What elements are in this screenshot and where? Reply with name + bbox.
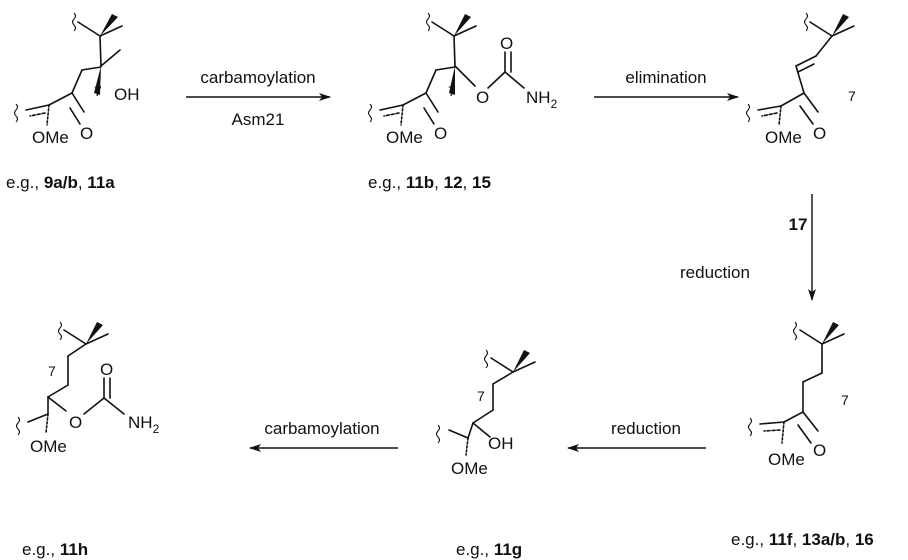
ester-oxygen-label: O: [69, 413, 82, 432]
carbon-7-label: 7: [448, 83, 456, 99]
wavy-bond: [425, 12, 431, 32]
carbon-7-label: 7: [848, 88, 856, 104]
reaction-5-label: carbamoylation: [264, 419, 379, 438]
carbonyl-oxygen-label: O: [813, 441, 826, 460]
reaction-3-label: reduction: [680, 263, 750, 282]
molecule-4: 7 O OMe: [747, 321, 849, 469]
wavy-bond: [747, 417, 753, 437]
wavy-bond: [71, 12, 77, 32]
compound-4-caption: e.g., 11f, 13a/b, 16: [731, 530, 874, 549]
wavy-bond: [792, 321, 798, 341]
reaction-4-label: reduction: [611, 419, 681, 438]
wavy-bond: [483, 349, 489, 369]
wedge-bond: [822, 322, 839, 344]
wavy-bond: [367, 103, 373, 123]
wedge-bond: [832, 14, 849, 36]
amine-label: NH2: [526, 88, 558, 111]
carbamate-oxygen-label: O: [500, 34, 513, 53]
hydroxyl-label: OH: [114, 85, 140, 104]
methoxy-label: OMe: [386, 128, 423, 147]
wavy-bond: [57, 321, 63, 341]
wedge-bond: [86, 322, 103, 344]
molecule-3: 7 O OMe: [745, 12, 856, 147]
wavy-bond: [435, 424, 441, 444]
compound-6-caption: e.g., 11h: [22, 540, 88, 559]
wedge-bond: [94, 66, 101, 95]
wedge-bond: [449, 66, 455, 95]
carbon-7-label: 7: [48, 363, 56, 379]
methoxy-label: OMe: [765, 128, 802, 147]
carbon-7-label: 7: [477, 388, 485, 404]
molecule-2: 7 O O NH2 O OMe: [367, 12, 558, 147]
methoxy-label: OMe: [32, 128, 69, 147]
carbonyl-oxygen-label: O: [813, 124, 826, 143]
molecule-6: 7 O O NH2 OMe: [15, 321, 160, 456]
methoxy-label: OMe: [451, 459, 488, 478]
wavy-bond: [15, 416, 21, 436]
compound-2-caption: e.g., 11b, 12, 15: [368, 173, 491, 192]
molecule-1: 7 OH O OMe: [13, 12, 140, 147]
wavy-bond: [13, 103, 19, 123]
carbonyl-oxygen-label: O: [80, 124, 93, 143]
reaction-1-label: carbamoylation: [200, 68, 315, 87]
reaction-2-label: elimination: [625, 68, 706, 87]
wavy-bond: [745, 103, 751, 123]
wavy-bond: [803, 12, 809, 32]
wedge-bond: [100, 14, 118, 36]
ester-oxygen-label: O: [476, 88, 489, 107]
hydroxyl-label: OH: [488, 434, 514, 453]
carbon-7-label: 7: [94, 83, 102, 99]
compound-5-caption: e.g., 11g: [456, 540, 522, 559]
carbamate-oxygen-label: O: [100, 360, 113, 379]
reaction-1-reagent: Asm21: [232, 110, 285, 129]
methoxy-label: OMe: [30, 437, 67, 456]
molecule-5: 7 OH OMe: [435, 349, 536, 478]
amine-label: NH2: [128, 413, 160, 436]
carbon-7-label: 7: [841, 392, 849, 408]
carbonyl-oxygen-label: O: [434, 124, 447, 143]
compound-3-caption: 17: [789, 215, 808, 234]
wedge-bond: [513, 350, 530, 372]
methoxy-label: OMe: [768, 450, 805, 469]
wedge-bond: [454, 14, 471, 36]
compound-1-caption: e.g., 9a/b, 11a: [6, 173, 115, 192]
